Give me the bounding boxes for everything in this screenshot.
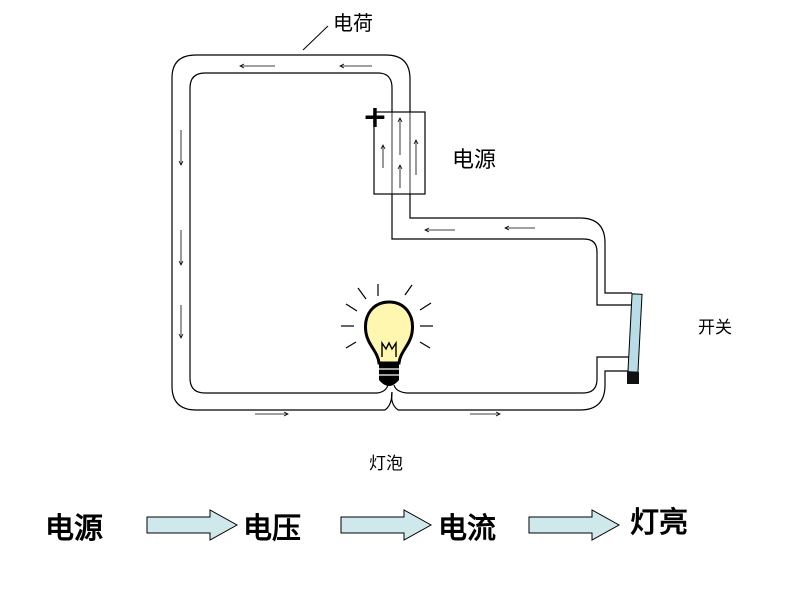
wire-inner (189, 72, 632, 394)
flow-step-2: 电压 (243, 511, 301, 545)
flow-step-4: 灯亮 (630, 505, 688, 539)
wire-outer (171, 54, 632, 411)
light-bulb (341, 284, 433, 386)
source-label: 电源 (452, 148, 496, 173)
flow-arrow-3 (528, 509, 621, 541)
bulb-wire-left (376, 384, 393, 411)
wire-bottom-right-inner (407, 356, 632, 394)
flow-arrow-1 (146, 509, 239, 541)
bulb-wire-right (391, 384, 408, 411)
flow-step-3: 电流 (438, 511, 496, 545)
switch-label: 开关 (698, 318, 732, 338)
source-charge-arrows (380, 117, 419, 188)
charge-label: 电荷 (333, 11, 373, 35)
switch (627, 293, 643, 384)
flow-step-1: 电源 (45, 511, 103, 545)
bulb-label: 灯泡 (369, 454, 403, 474)
charge-leader-line (302, 25, 329, 51)
plus-sign: + (362, 100, 387, 135)
wire-charge-arrows (178, 63, 535, 417)
wire-bottom-right-outer (398, 370, 632, 411)
flow-arrow-2 (340, 509, 433, 541)
power-source-box (373, 111, 426, 195)
